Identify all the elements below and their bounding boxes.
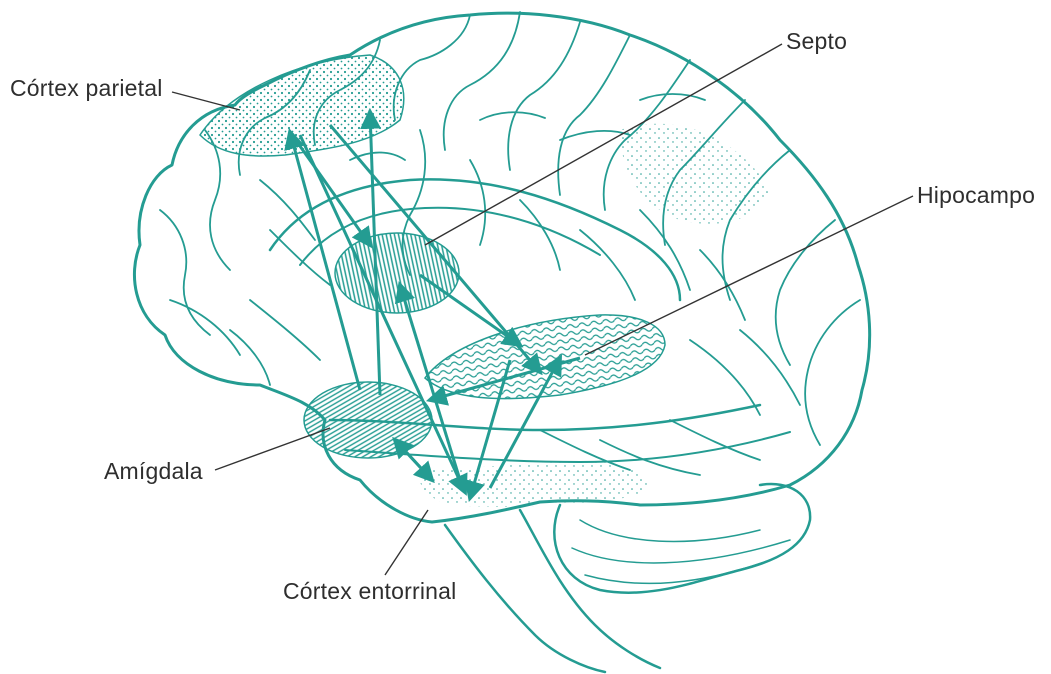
label-cortex-parietal: Córtex parietal (10, 75, 163, 102)
label-cortex-entorrinal: Córtex entorrinal (283, 578, 456, 605)
label-hipocampo: Hipocampo (917, 182, 1035, 209)
leader-cortex-parietal (172, 92, 240, 110)
label-septo: Septo (786, 28, 847, 55)
brainstem-outline (445, 525, 605, 672)
septum-region (335, 233, 459, 313)
leader-amigdala (215, 428, 330, 470)
amygdala-region (304, 382, 432, 458)
leader-hipocampo (585, 196, 913, 355)
arrow-septum-to-hippocampus (420, 275, 520, 345)
leader-cortex-entorrinal (385, 510, 428, 575)
label-amigdala: Amígdala (104, 458, 203, 485)
brain-outline (134, 13, 869, 522)
